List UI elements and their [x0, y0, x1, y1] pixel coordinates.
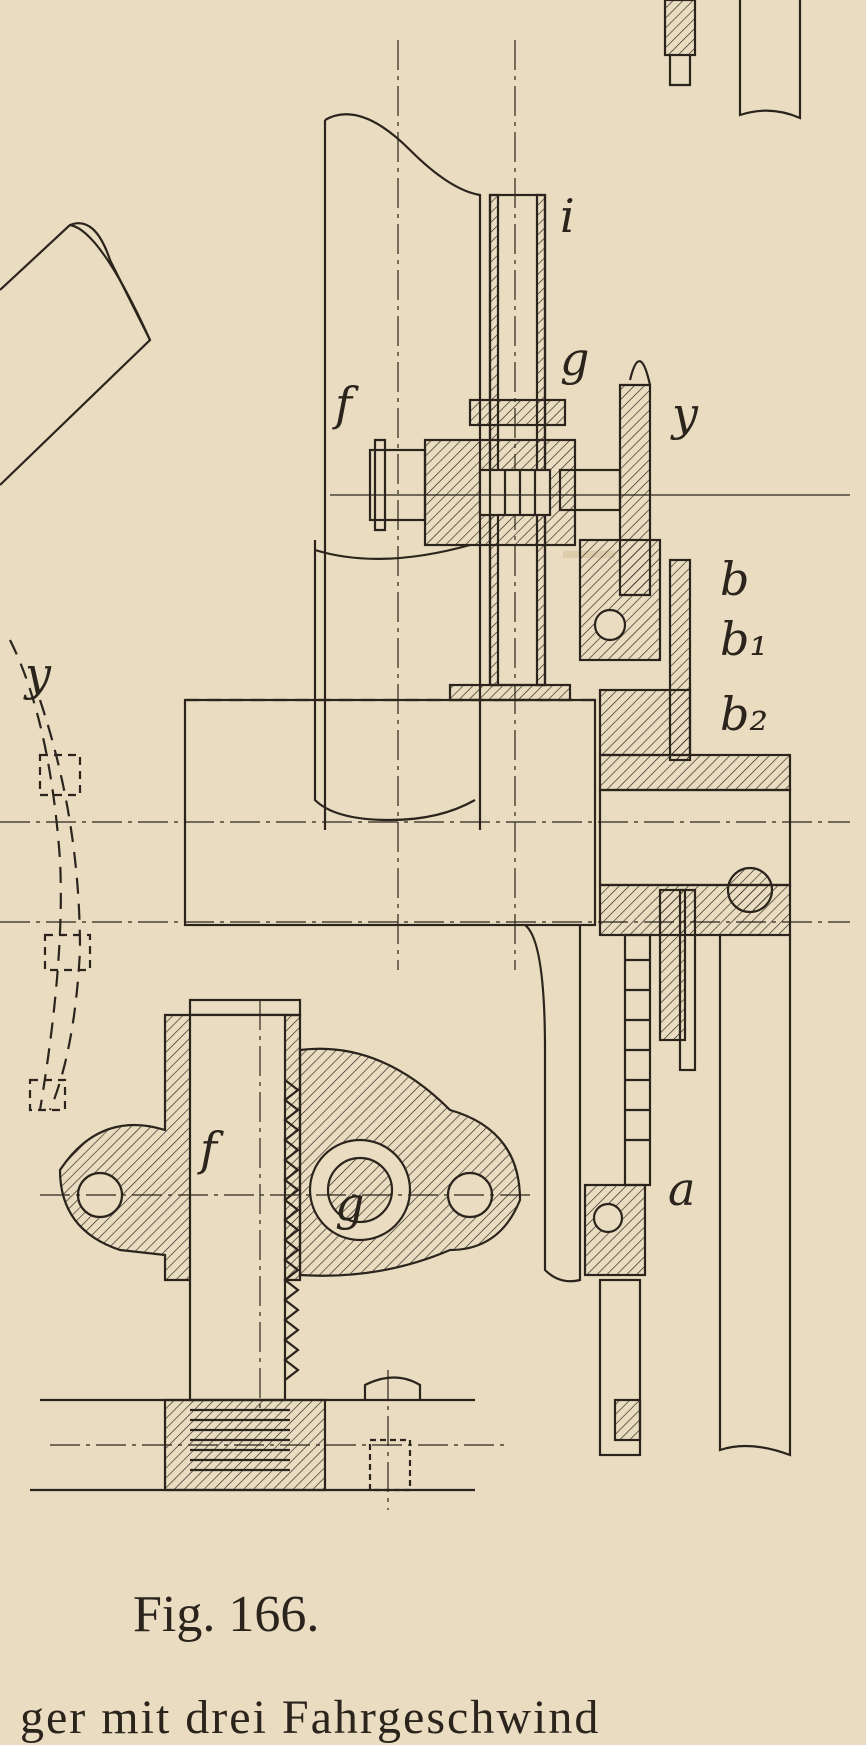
shaft-bolt	[726, 866, 774, 914]
base-block	[183, 698, 597, 927]
pinion-g-teeth	[326, 1156, 394, 1224]
curved-arm	[524, 924, 582, 1283]
label-y-left: y	[23, 647, 52, 701]
rack-teeth	[625, 958, 650, 1142]
lower-rod-hatch	[613, 1398, 642, 1442]
thread-lines	[190, 1408, 290, 1472]
knob-cap	[373, 438, 387, 532]
dashed-block-mid	[43, 933, 92, 972]
gear-b2	[598, 688, 692, 757]
screw-shank	[368, 1438, 412, 1492]
knob-f	[368, 448, 427, 522]
diagonal-pipe	[0, 222, 152, 486]
dashed-block-low	[28, 1078, 67, 1112]
dashed-lever-right	[38, 699, 82, 1111]
base-flange	[448, 683, 572, 702]
plate-section	[163, 1398, 327, 1492]
vertical-plate	[658, 888, 687, 1042]
rack-f-teeth	[283, 1079, 300, 1381]
lower-rod	[598, 1278, 642, 1457]
dashed-block-top	[38, 753, 82, 797]
right-frame-lower	[718, 935, 792, 1457]
top-right-part	[663, 0, 697, 57]
ball-b	[593, 608, 627, 642]
ball-a	[592, 1202, 624, 1234]
dashed-lever-left	[9, 639, 62, 1111]
screw-head	[363, 1376, 422, 1400]
label-b: b	[720, 552, 749, 606]
label-y-right: y	[670, 387, 699, 441]
hand-wheel-top	[628, 360, 652, 386]
rack-cap	[188, 998, 302, 1017]
label-f-top: f	[332, 377, 359, 431]
label-b1: b₁	[720, 612, 768, 666]
top-right-pin	[668, 55, 692, 87]
bearing-block	[578, 538, 662, 662]
clamp-pinion	[478, 468, 552, 517]
cut-off-text-line: ger mit drei Fahrgeschwind	[20, 1691, 601, 1744]
main-tube-right	[324, 113, 482, 830]
vertical-plate-2	[678, 888, 697, 1072]
label-g-bottom: g	[335, 1177, 364, 1231]
drawing-lines	[0, 0, 850, 1510]
tube-collar	[314, 543, 471, 560]
clamp-top	[468, 398, 567, 427]
label-a: a	[668, 1162, 695, 1216]
tube-lower	[313, 540, 476, 822]
vertical-rack	[623, 933, 652, 1187]
figure-caption: Fig. 166.	[133, 1586, 320, 1643]
diagonal-pipe-end	[69, 223, 152, 341]
shaft-top-hatch	[598, 753, 792, 792]
label-g-top: g	[560, 332, 589, 386]
top-right-frame	[738, 0, 802, 120]
wheel-hub	[558, 468, 622, 512]
label-i: i	[560, 189, 575, 243]
label-b2: b₂	[720, 687, 768, 741]
rack-f	[188, 1013, 287, 1402]
